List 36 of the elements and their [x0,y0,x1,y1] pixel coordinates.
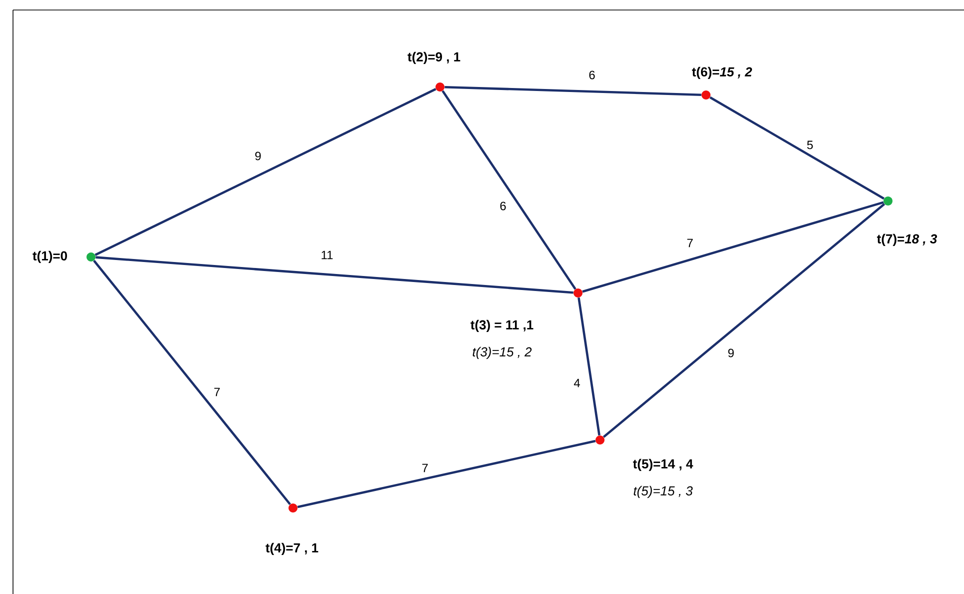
edge-line [93,260,291,506]
vertex-label: t(5)=15 , 3 [634,486,693,498]
edge-label: 5 [807,140,813,150]
vertex-dot [702,90,710,100]
vertex-label: t(3) = 11 ,1 [470,320,534,332]
vertex-dot [884,196,892,206]
vertex-label: t(6)=15 , 2 [692,66,752,80]
vertex-label: t(4)=7 , 1 [266,542,318,556]
edge-label: 4 [574,378,580,388]
edge-line [444,86,702,96]
edge-line [96,256,574,294]
edge-label: 6 [500,202,506,210]
vertex-dot [574,288,582,298]
vertex-dot [596,435,604,444]
edge-line [578,297,600,436]
edge-line [582,201,884,293]
edge-line [94,88,436,256]
edge-label: 9 [255,152,261,160]
edge-label: 7 [687,238,693,248]
vertex-label: t(5)=14 , 4 [633,458,694,472]
edge-label: 6 [589,70,595,80]
edge-line [709,96,885,200]
edge-label: 7 [422,464,428,472]
edge-line [442,90,576,290]
edge-label: 9 [728,348,734,358]
edge-line [602,203,886,438]
vertex-dot [288,503,298,512]
edge-label: 11 [322,250,333,260]
edge-label: 7 [214,388,220,396]
vertex-dot [86,252,96,262]
vertex-label: t(2)=9 , 1 [408,52,460,64]
vertex-label: t(7)=18 , 3 [877,234,938,246]
vertex-label: t(3)=15 , 2 [472,346,532,360]
vertex-dot [436,82,444,92]
vertex-label: t(1)=0 [32,250,67,264]
edge-line [297,440,596,508]
